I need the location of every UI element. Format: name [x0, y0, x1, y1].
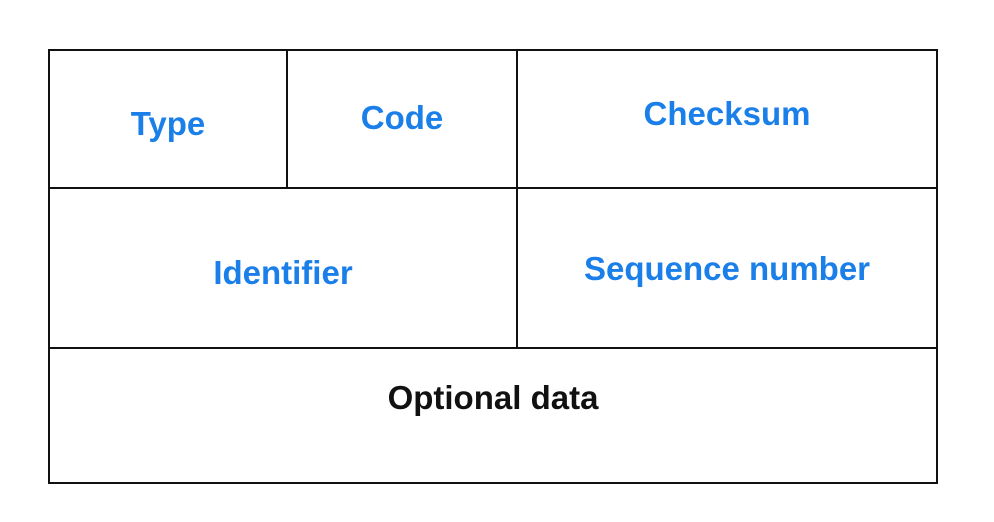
field-type-cell: Type [50, 51, 286, 187]
packet-header-diagram: Type Code Checksum Identifier Sequence n… [48, 49, 938, 484]
field-identifier-cell: Identifier [50, 189, 516, 347]
field-sequence-number-label: Sequence number [583, 249, 871, 287]
field-code-cell: Code [288, 51, 516, 187]
field-code-label: Code [360, 98, 444, 136]
col-divider-type-code [286, 51, 288, 187]
col-divider-code-checksum [516, 51, 518, 347]
row-divider-1 [50, 187, 936, 189]
field-optional-data-cell: Optional data [50, 349, 936, 482]
row-divider-2 [50, 347, 936, 349]
field-type-label: Type [130, 104, 206, 142]
field-optional-data-label: Optional data [387, 379, 599, 416]
field-sequence-number-cell: Sequence number [518, 189, 936, 347]
field-checksum-label: Checksum [643, 94, 811, 132]
field-checksum-cell: Checksum [518, 51, 936, 187]
field-identifier-label: Identifier [213, 253, 353, 291]
